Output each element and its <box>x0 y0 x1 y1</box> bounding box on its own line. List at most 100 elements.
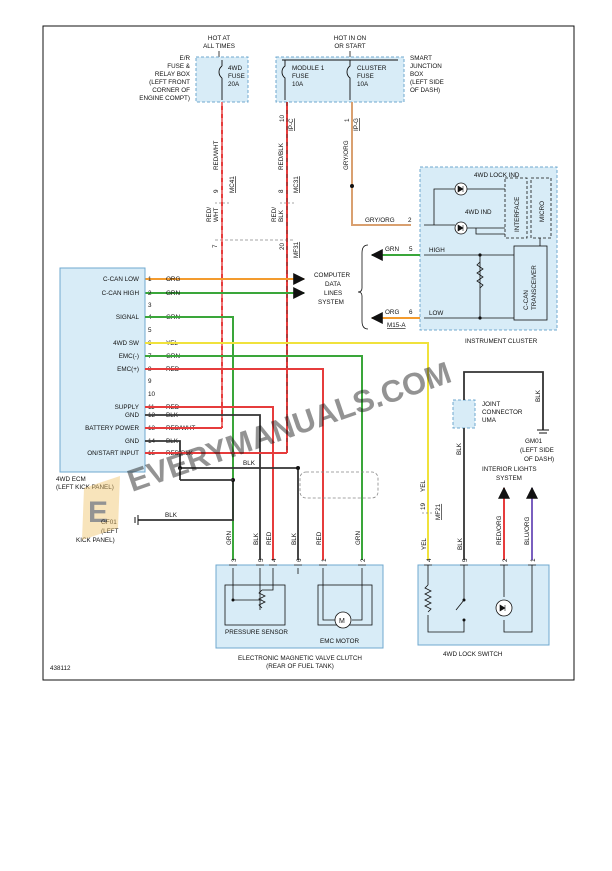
ecm-pin-num: 9 <box>148 378 152 385</box>
svg-text:ELECTRONIC MAGNETIC VALVE CLUT: ELECTRONIC MAGNETIC VALVE CLUTCH <box>238 655 362 662</box>
smart-junction-label: SMART JUNCTION BOX (LEFT SIDE OF DASH) <box>410 55 444 94</box>
clutch-name: ELECTRONIC MAGNETIC VALVE CLUTCH (REAR O… <box>238 655 362 670</box>
svg-text:4WD ECM: 4WD ECM <box>56 476 86 483</box>
wire-label-red-blk: RED/BLK <box>278 142 285 170</box>
svg-text:HOT AT: HOT AT <box>208 35 230 42</box>
lock-switch-wire-color: YEL <box>421 538 428 550</box>
svg-text:MODULE 1: MODULE 1 <box>292 65 325 72</box>
ecm-pin-label: EMC(+) <box>117 366 139 373</box>
smart-junction-box <box>275 56 405 103</box>
svg-text:SYSTEM: SYSTEM <box>496 475 522 482</box>
svg-text:20A: 20A <box>228 81 240 88</box>
wire-supply-red <box>145 406 274 560</box>
wire-gry-org <box>351 102 411 226</box>
svg-text:SYSTEM: SYSTEM <box>318 299 344 306</box>
emc-motor-label: EMC MOTOR <box>320 638 360 645</box>
clutch-wire-color: BLK <box>253 532 260 545</box>
connector-mc41: MC41 <box>229 176 236 193</box>
svg-text:(LEFT KICK PANEL): (LEFT KICK PANEL) <box>56 484 114 491</box>
svg-text:BLK: BLK <box>278 209 285 222</box>
svg-text:IP-C: IP-C <box>288 118 295 131</box>
wire-gf01-blk <box>138 480 234 521</box>
joint-connector-label: JOINT CONNECTOR UMA <box>482 401 523 424</box>
svg-text:GF01: GF01 <box>101 519 117 526</box>
ecm-pin-label: SIGNAL <box>116 314 140 321</box>
svg-text:10A: 10A <box>292 81 304 88</box>
ecm-pin-num: 2 <box>148 290 152 297</box>
pin-20: 20 <box>279 242 286 250</box>
svg-text:DATA: DATA <box>325 281 342 288</box>
ecm-pin-label: BATTERY POWER <box>85 425 139 432</box>
wire-gnd-blk-12 <box>145 414 261 560</box>
ecm-pin-label: GND <box>125 438 139 445</box>
hot-at-all-times-label: HOT AT ALL TIMES <box>203 35 235 50</box>
svg-text:HOT IN ON: HOT IN ON <box>334 35 367 42</box>
lock-ind-led-icon <box>454 182 468 196</box>
clutch-wire-color: GRN <box>226 531 233 545</box>
lock-switch-blk-label: BLK <box>456 442 463 455</box>
ecm-pin-num: 5 <box>148 327 152 334</box>
ecm-pin-label: C-CAN HIGH <box>102 290 140 297</box>
lock-switch-name: 4WD LOCK SWITCH <box>443 651 503 658</box>
fuse-4wd: 4WD FUSE 20A <box>218 60 245 100</box>
lock-switch-pin: 4 <box>426 558 433 562</box>
connector-m15a: M15-A <box>387 322 406 329</box>
ecm-pin-label: 4WD SW <box>113 340 139 347</box>
cluster-grn-label: GRN <box>385 246 399 253</box>
svg-text:TRANSCEIVER: TRANSCEIVER <box>531 265 538 310</box>
svg-text:BOX: BOX <box>410 71 424 78</box>
wire-label-blu-org: BLU/ORG <box>524 517 531 545</box>
clutch-pin: 4 <box>271 558 278 562</box>
svg-text:FUSE: FUSE <box>228 73 245 80</box>
clutch-pin: 3 <box>231 558 238 562</box>
ind-4wd-led-icon <box>454 221 468 235</box>
pressure-sensor <box>224 584 286 626</box>
cluster-pin-5: 5 <box>409 246 413 253</box>
pin-7: 7 <box>212 244 219 248</box>
high-label: HIGH <box>429 247 445 254</box>
gf01-ground-icon: GF01 (LEFT KICK PANEL) <box>76 515 139 544</box>
gm01-ground-icon: GM01 (LEFT SIDE OF DASH) <box>520 429 554 463</box>
wire-label-gry-org: GRY/ORG <box>343 140 350 170</box>
svg-text:FUSE &: FUSE & <box>167 63 191 70</box>
svg-text:CORNER OF: CORNER OF <box>152 87 190 94</box>
svg-text:SMART: SMART <box>410 55 432 62</box>
wire-label-red-org: RED/ORG <box>496 516 503 545</box>
svg-text:OF DASH): OF DASH) <box>524 456 554 463</box>
ecm-pin-label: C-CAN LOW <box>103 276 139 283</box>
svg-text:KICK PANEL): KICK PANEL) <box>76 537 115 544</box>
cluster-pin-2: 2 <box>408 217 412 224</box>
svg-text:FUSE: FUSE <box>357 73 374 80</box>
svg-text:OR START: OR START <box>334 43 365 50</box>
clutch-wire-color: BLK <box>291 532 298 545</box>
svg-text:WHT: WHT <box>213 208 220 222</box>
wire-emc-minus-grn <box>145 355 363 560</box>
pin-19: 19 <box>420 502 427 510</box>
pressure-sensor-label: PRESSURE SENSOR <box>225 629 288 636</box>
svg-text:FUSE: FUSE <box>292 73 309 80</box>
ecm-pin-wire: ORG <box>166 276 180 283</box>
ecm-pin-label: EMC(-) <box>119 353 139 360</box>
svg-text:CLUSTER: CLUSTER <box>357 65 387 72</box>
ecm-pin-num: 1 <box>148 276 152 283</box>
wire-label-red-wht-split: RED/ WHT <box>206 207 220 222</box>
pin-9: 9 <box>213 189 220 193</box>
connector-mf21: MF21 <box>435 503 442 520</box>
ecm-pin-num: 3 <box>148 302 152 309</box>
svg-text:OF DASH): OF DASH) <box>410 87 440 94</box>
ind-4wd-label: 4WD IND <box>465 209 492 216</box>
computer-data-lines-label: COMPUTER DATA LINES SYSTEM <box>314 272 350 306</box>
svg-text:10: 10 <box>279 114 286 122</box>
cluster-pin-6: 6 <box>409 309 413 316</box>
ecm-blk-label-2: BLK <box>165 512 178 519</box>
ecm-pin-num: 10 <box>148 391 156 398</box>
svg-text:M: M <box>339 618 345 625</box>
svg-text:UMA: UMA <box>482 417 497 424</box>
wire-label-yel: YEL <box>420 480 427 492</box>
lock-ind-label: 4WD LOCK IND <box>474 172 520 179</box>
svg-text:INTERIOR LIGHTS: INTERIOR LIGHTS <box>482 466 537 473</box>
ecm-name: 4WD ECM (LEFT KICK PANEL) <box>56 476 114 491</box>
lock-switch-module <box>417 564 550 646</box>
svg-text:RED/: RED/ <box>271 207 278 222</box>
